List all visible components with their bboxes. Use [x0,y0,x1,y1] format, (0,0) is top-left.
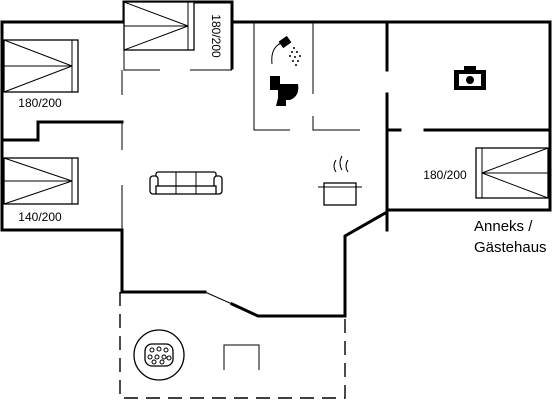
annex-walls [385,20,552,212]
bed-icon [475,147,549,199]
main-building-walls [0,0,389,318]
tv-icon [454,66,486,90]
table-icon [223,344,260,370]
bed-icon [3,157,79,205]
bed-label: 180/200 [423,168,467,182]
terrace [119,292,346,399]
bed-label: 180/200 [209,14,223,58]
annex-label-line2: Gästehaus [474,239,547,256]
bed-label: 180/200 [18,96,62,110]
toilet-icon [270,76,299,106]
bed-label: 140/200 [18,210,62,224]
sofa-icon [149,171,223,195]
bed-icon [3,39,79,93]
shower-icon [271,35,301,66]
annex-label-line1: Anneks / [474,218,533,235]
bed-icon [123,1,195,51]
hot-tub-icon [133,329,185,381]
cooking-pot-icon [318,155,362,206]
